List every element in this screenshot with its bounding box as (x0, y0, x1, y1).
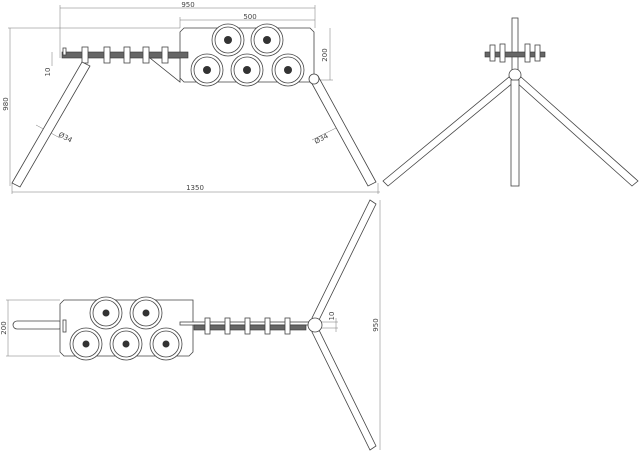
top-leg-lower (311, 327, 377, 451)
leg-right (309, 75, 377, 187)
top-dim-200: 200 (0, 321, 8, 334)
dim-1350: 1350 (186, 184, 204, 192)
dim-200: 200 (321, 48, 329, 61)
dim-10: 10 (44, 68, 52, 77)
dim-leg-diameter-left: Ø34 (57, 131, 74, 145)
leg-left (11, 61, 91, 188)
top-joint (307, 317, 323, 333)
dim-leg-diameter-right: Ø34 (313, 132, 330, 146)
leg-joint (308, 73, 320, 85)
side-bolts (489, 43, 541, 63)
top-rollers (69, 296, 183, 361)
rollers (190, 23, 305, 87)
side-bar (484, 51, 546, 58)
top-pin (12, 320, 64, 330)
dim-980: 980 (2, 97, 10, 110)
side-leg-right (515, 76, 639, 187)
top-dim-10: 10 (328, 312, 336, 321)
side-view (382, 17, 639, 187)
dim-500: 500 (243, 13, 256, 21)
top-bolts (204, 317, 291, 335)
top-slot (62, 319, 67, 333)
top-view: 200 10 950 (0, 199, 381, 451)
top-dim-950: 950 (372, 318, 380, 331)
top-leg-upper (311, 199, 377, 323)
top-dimension-lines (6, 200, 381, 450)
side-plate (511, 17, 519, 74)
bolts (81, 46, 169, 64)
dim-950: 950 (181, 1, 194, 9)
side-leg-left (382, 76, 515, 187)
pin (62, 47, 67, 56)
side-leg-center (510, 79, 520, 187)
front-view: 950 500 200 10 980 Ø34 Ø34 1350 (2, 1, 380, 194)
